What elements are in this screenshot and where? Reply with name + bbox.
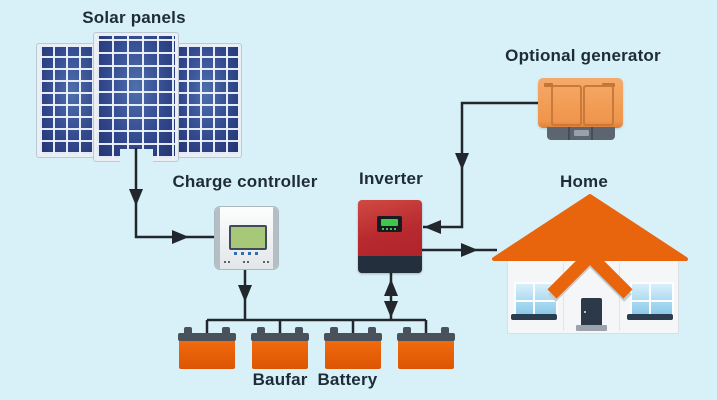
label-inverter: Inverter [359,169,423,188]
inverter-leds [382,228,398,230]
label-charge-controller: Charge controller [172,172,318,191]
battery-terminal-icon [368,327,376,335]
generator-base-chip [574,130,589,136]
roof-layer [492,194,688,302]
arrow-left-inverter-icon [424,220,441,234]
battery-terminal-icon [184,327,192,335]
battery-top [324,333,382,341]
label-optional-generator: Optional generator [505,46,661,65]
door-knob-icon [584,311,586,313]
battery-terminal-icon [403,327,411,335]
generator-base-divider [568,127,570,140]
controller-terminal [263,261,265,263]
battery-4 [397,327,455,369]
battery-body [398,341,454,369]
battery-top [397,333,455,341]
arrow-down-battery-icon [384,301,398,318]
arrow-up-inverter-icon [384,279,398,296]
label-home: Home [559,172,609,191]
inverter-base [358,256,422,273]
solar-panel-left [36,43,108,158]
wire-solar-to-controller [134,148,215,239]
battery-terminal-icon [330,327,338,335]
window-sill-right [627,314,673,320]
battery-terminal-icon [257,327,265,335]
battery-body [252,341,308,369]
house-body [507,258,679,334]
optional-generator [538,78,623,128]
window-sill-left [511,314,557,320]
inverter-screen [381,219,398,226]
arrow-right-home-icon [461,243,478,257]
battery-terminal-icon [222,327,230,335]
generator-base-divider [591,127,593,140]
battery-bus-line [205,318,428,334]
battery-1 [178,327,236,369]
battery-body [179,341,235,369]
battery-body [325,341,381,369]
generator-door-panel [583,85,614,126]
controller-terminal [224,261,226,263]
home [488,194,690,334]
label-solar-panels: Solar panels [82,8,186,27]
inverter-display [377,216,402,232]
arrow-down-solar-icon [129,189,143,206]
battery-3 [324,327,382,369]
generator-door-panel [551,85,582,126]
arrow-right-controller-icon [172,230,189,244]
generator-vent [544,83,553,87]
controller-left-edge [215,207,220,269]
battery-terminal-icon [295,327,303,335]
controller-terminal [243,261,245,263]
controller-buttons [234,252,259,255]
arrow-down-bus-icon [238,285,252,302]
label-battery: Baufar Battery [252,370,378,389]
wall-seam [563,263,564,331]
arrow-down-generator-icon [455,153,469,170]
door-gable [547,246,633,299]
generator-base [547,127,615,140]
inverter [358,200,422,273]
controller-right-edge [273,207,278,269]
door [581,298,602,325]
battery-top [178,333,236,341]
battery-2 [251,327,309,369]
controller-lcd-screen [229,225,267,250]
charge-controller [215,207,278,269]
door-step [576,325,607,331]
battery-top [251,333,309,341]
battery-terminal-icon [441,327,449,335]
